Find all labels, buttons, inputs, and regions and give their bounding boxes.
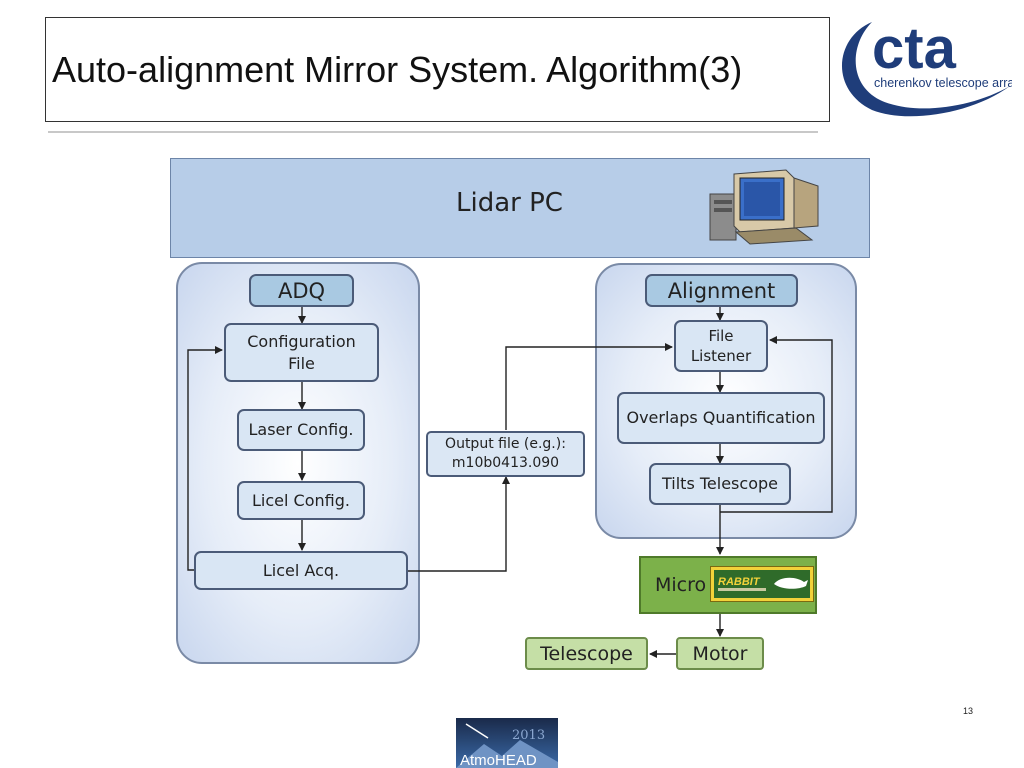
file-listener-line2: Listener xyxy=(690,347,752,365)
configuration-file-line1: Configuration xyxy=(247,331,356,351)
page-number: 13 xyxy=(963,706,974,716)
output-file-line2: m10b0413.090 xyxy=(451,455,560,471)
file-listener-line1: File xyxy=(708,327,734,345)
alignment-header: Alignment xyxy=(645,274,798,307)
lidar-pc-label: Lidar PC xyxy=(456,188,563,218)
configuration-file-box: Configuration File xyxy=(224,323,379,382)
svg-text:AtmoHEAD: AtmoHEAD xyxy=(460,752,537,768)
title-divider xyxy=(48,131,818,133)
configuration-file-line2: File xyxy=(288,353,315,373)
arrow-output-to-listener xyxy=(505,343,673,430)
telescope-box: Telescope xyxy=(525,637,648,670)
arrow-acq-to-output xyxy=(408,476,510,572)
laser-config-box: Laser Config. xyxy=(237,409,365,451)
svg-text:cta: cta xyxy=(872,16,957,81)
output-file-line1: Output file (e.g.): xyxy=(445,436,566,452)
atmohead-logo: 2013 AtmoHEAD xyxy=(456,718,558,768)
computer-icon xyxy=(709,169,819,245)
adq-header: ADQ xyxy=(249,274,354,307)
micro-label: Micro xyxy=(655,574,707,596)
svg-text:RABBIT: RABBIT xyxy=(718,576,761,588)
svg-text:cherenkov telescope array: cherenkov telescope array xyxy=(874,76,1012,90)
cta-logo: cta cherenkov telescope array xyxy=(841,16,1012,117)
svg-text:2013: 2013 xyxy=(512,728,545,743)
output-file-box: Output file (e.g.): m10b0413.090 xyxy=(426,431,585,477)
loop-tilts-to-listener xyxy=(720,336,833,513)
tilts-telescope-box: Tilts Telescope xyxy=(649,463,791,505)
loop-acq-to-config xyxy=(187,346,223,571)
licel-config-box: Licel Config. xyxy=(237,481,365,520)
slide-title: Auto-alignment Mirror System. Algorithm(… xyxy=(45,17,830,122)
rabbit-logo: RABBIT xyxy=(710,566,814,602)
overlaps-quantification-box: Overlaps Quantification xyxy=(617,392,825,444)
file-listener-box: File Listener xyxy=(674,320,768,372)
motor-box: Motor xyxy=(676,637,764,670)
licel-acq-box: Licel Acq. xyxy=(194,551,408,590)
